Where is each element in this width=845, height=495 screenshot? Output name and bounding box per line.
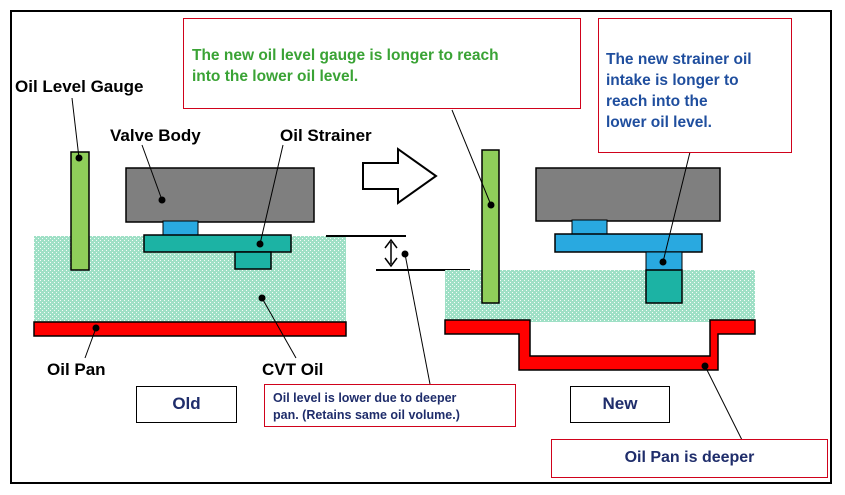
old-oil-level-gauge bbox=[70, 151, 90, 271]
valve-body-label: Valve Body bbox=[110, 126, 201, 145]
oil-strainer-label: Oil Strainer bbox=[280, 126, 372, 145]
gauge-label-pointer bbox=[71, 97, 80, 159]
new-strainer-stem bbox=[571, 219, 608, 235]
pan-deeper-callout: Oil Pan is deeper bbox=[551, 439, 828, 478]
transition-arrow bbox=[362, 147, 438, 205]
cvt-oil-label: CVT Oil bbox=[262, 360, 324, 379]
diagram-frame bbox=[10, 10, 832, 484]
new-strainer-body bbox=[554, 233, 703, 253]
strainer-callout-line-1: The new strainer oil bbox=[606, 51, 752, 68]
cvt-oil-label-pointer bbox=[261, 297, 297, 359]
oil-level-gauge-label: Oil Level Gauge bbox=[15, 77, 144, 96]
strainer-callout-line-3: reach into the bbox=[606, 93, 708, 110]
strainer-callout-leader bbox=[662, 151, 691, 263]
strainer-callout-line-4: lower oil level. bbox=[606, 114, 712, 131]
gauge-callout: The new oil level gauge is longer to rea… bbox=[183, 18, 581, 109]
old-tag: Old bbox=[136, 386, 237, 423]
oil-level-callout-line-1: Oil level is lower due to deeper bbox=[273, 391, 457, 405]
oil-level-callout-line-2: pan. (Retains same oil volume.) bbox=[273, 408, 460, 422]
old-oil-pan bbox=[33, 321, 347, 337]
new-oil-pan bbox=[444, 319, 756, 371]
new-tag: New bbox=[570, 386, 670, 423]
strainer-callout-line-2: intake is longer to bbox=[606, 72, 739, 89]
pan-callout-leader bbox=[704, 365, 743, 441]
gauge-callout-line-2: into the lower oil level. bbox=[192, 68, 359, 85]
strainer-label-pointer bbox=[259, 144, 284, 245]
oil-pan-label: Oil Pan bbox=[47, 360, 106, 379]
valve-label-pointer bbox=[141, 144, 163, 201]
oil-level-callout: Oil level is lower due to deeper pan. (R… bbox=[264, 384, 516, 427]
new-valve-body bbox=[535, 167, 721, 222]
gauge-callout-leader bbox=[451, 109, 492, 206]
new-strainer-intake-lower bbox=[645, 269, 683, 304]
old-strainer-stem bbox=[162, 220, 199, 236]
gauge-callout-line-1: The new oil level gauge is longer to rea… bbox=[192, 47, 499, 64]
strainer-callout: The new strainer oil intake is longer to… bbox=[598, 18, 792, 153]
old-strainer-intake bbox=[234, 251, 272, 270]
oil-pan-label-pointer bbox=[84, 327, 97, 359]
old-strainer-body bbox=[143, 234, 292, 253]
old-valve-body bbox=[125, 167, 315, 223]
oil-level-callout-leader bbox=[404, 253, 431, 385]
new-oil-level-gauge bbox=[481, 149, 500, 304]
